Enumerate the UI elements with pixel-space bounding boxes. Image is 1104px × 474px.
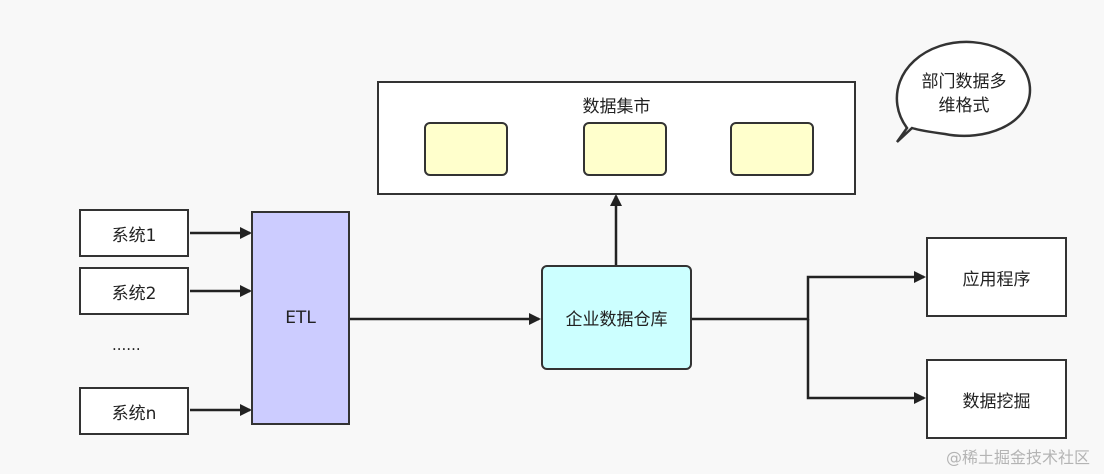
speech-bubble: [895, 40, 1032, 143]
source-system-1-label: 系统1: [111, 225, 157, 246]
source-system-2: 系统2: [79, 267, 189, 315]
datamart-cell-2: [583, 122, 667, 176]
datamart-title: 数据集市: [582, 97, 651, 117]
source-system-2-label: 系统2: [111, 283, 157, 304]
bubble-line-1: 部门数据多: [921, 72, 1007, 92]
data-mining-box: 数据挖掘: [926, 359, 1067, 439]
application-box: 应用程序: [926, 237, 1067, 317]
source-system-n: 系统n: [79, 387, 189, 435]
enterprise-warehouse-box: 企业数据仓库: [541, 265, 692, 370]
arrow-warehouse-mining: [806, 319, 926, 404]
ellipsis-label: ......: [112, 336, 141, 354]
arrow-warehouse-app: [691, 271, 926, 321]
datamart-cell-3: [730, 122, 814, 176]
source-system-n-label: 系统n: [111, 403, 157, 424]
etl-box: ETL: [251, 211, 350, 425]
datamart-cell-1: [424, 122, 508, 176]
bubble-line-2: 维格式: [938, 96, 990, 116]
datamart-box: 数据集市: [377, 81, 856, 195]
etl-label: ETL: [285, 308, 316, 328]
application-label: 应用程序: [962, 269, 1031, 290]
watermark: @稀土掘金技术社区: [945, 448, 1090, 467]
source-system-1: 系统1: [79, 209, 189, 257]
enterprise-warehouse-label: 企业数据仓库: [565, 310, 668, 330]
bubble-text: 部门数据多 维格式: [905, 70, 1023, 118]
data-mining-label: 数据挖掘: [962, 391, 1031, 412]
